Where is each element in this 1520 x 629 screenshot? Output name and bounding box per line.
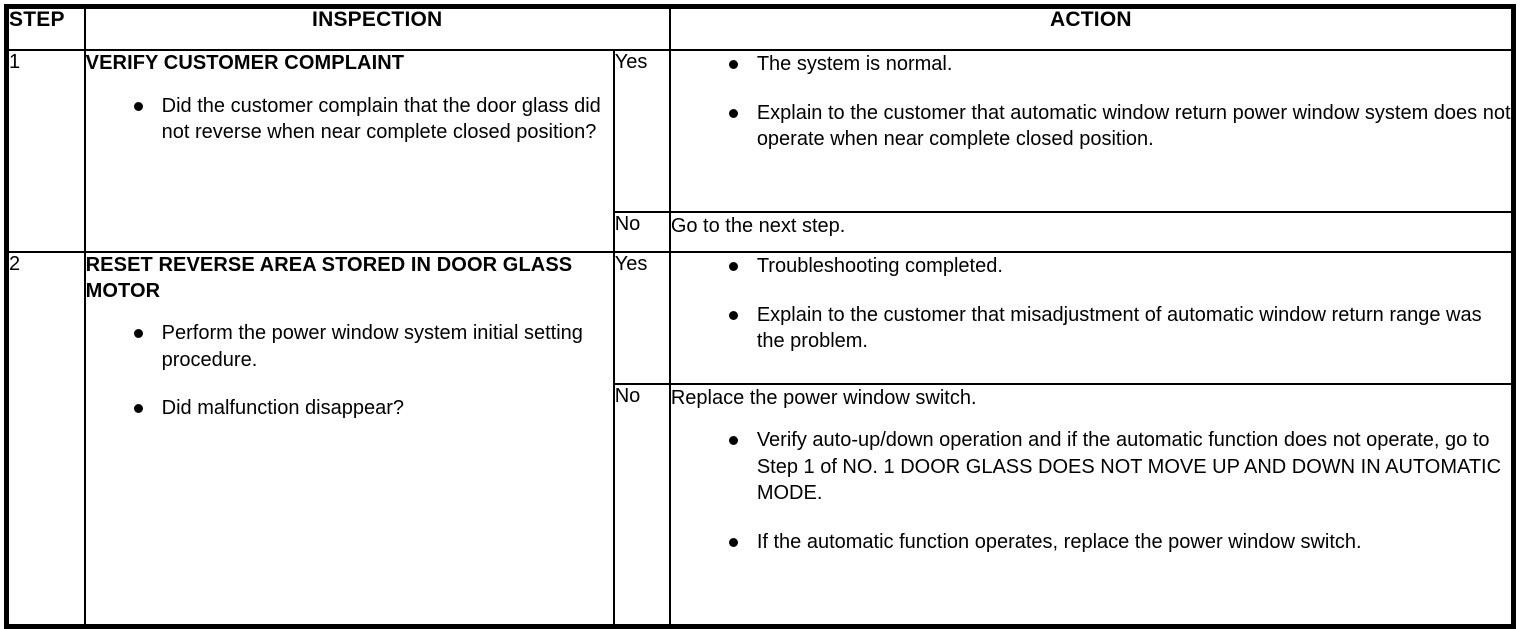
action-cell-no: Go to the next step.	[668, 211, 1515, 253]
column-header-inspection: INSPECTION	[83, 5, 671, 51]
bullet-icon	[133, 404, 143, 414]
list-item: Verify auto-up/down operation and if the…	[728, 427, 1511, 507]
answer-label-yes: Yes	[612, 251, 671, 385]
table-body: 1 VERIFY CUSTOMER COMPLAINT Did the cust…	[5, 49, 1515, 628]
table-row: No Go to the next step.	[7, 211, 1515, 253]
list-item: Perform the power window system initial …	[133, 320, 613, 373]
list-item-text: Troubleshooting completed.	[756, 255, 1003, 277]
action-bullet-list: Verify auto-up/down operation and if the…	[671, 427, 1511, 555]
action-bullet-list: The system is normal. Explain to the cus…	[671, 51, 1511, 153]
table-row: 2 RESET REVERSE AREA STORED IN DOOR GLAS…	[5, 251, 1515, 628]
list-item: Did the customer complain that the door …	[133, 93, 613, 146]
list-item: Explain to the customer that misadjustme…	[728, 302, 1511, 355]
bullet-icon	[728, 310, 738, 320]
list-item: Did malfunction disappear?	[133, 395, 613, 422]
action-cell-yes: Troubleshooting completed. Explain to th…	[668, 251, 1515, 385]
answer-label-no: No	[612, 383, 671, 628]
answer-label-yes: Yes	[612, 49, 671, 213]
action-cell-yes: The system is normal. Explain to the cus…	[668, 49, 1515, 213]
bullet-icon	[728, 108, 738, 118]
list-item: The system is normal.	[728, 51, 1511, 78]
action-bullet-list: Troubleshooting completed. Explain to th…	[671, 253, 1511, 355]
list-item-text: Explain to the customer that automatic w…	[756, 101, 1511, 151]
inspection-cell: VERIFY CUSTOMER COMPLAINT Did the custom…	[83, 49, 615, 253]
bullet-icon	[728, 60, 738, 69]
list-item-text: Did malfunction disappear?	[161, 397, 405, 420]
troubleshooting-table: STEP INSPECTION ACTION 1 VERIFY CUSTOMER…	[4, 4, 1516, 629]
bullet-icon	[133, 329, 143, 339]
list-item-text: Explain to the customer that misadjustme…	[756, 303, 1482, 353]
bullet-icon	[728, 436, 738, 445]
list-item-text: If the automatic function operates, repl…	[756, 530, 1362, 553]
action-cell-no: Replace the power window switch. Verify …	[668, 383, 1515, 628]
list-item: Explain to the customer that automatic w…	[728, 100, 1511, 153]
table-header: STEP INSPECTION ACTION	[5, 5, 1515, 51]
header-row: STEP INSPECTION ACTION	[5, 5, 1515, 51]
list-item-text: The system is normal.	[756, 53, 953, 75]
troubleshooting-chart: STEP INSPECTION ACTION 1 VERIFY CUSTOMER…	[0, 4, 1520, 629]
inspection-title: RESET REVERSE AREA STORED IN DOOR GLASS …	[85, 254, 573, 302]
column-header-action: ACTION	[668, 5, 1515, 51]
list-item-text: Did the customer complain that the door …	[161, 94, 601, 144]
action-lead-text: Go to the next step.	[670, 215, 846, 237]
column-header-step: STEP	[5, 5, 86, 51]
table-row: 1 VERIFY CUSTOMER COMPLAINT Did the cust…	[5, 49, 1515, 253]
answer-label-no: No	[612, 211, 671, 253]
list-item-text: Verify auto-up/down operation and if the…	[756, 429, 1502, 505]
step-number: 2	[5, 251, 86, 628]
list-item: Troubleshooting completed.	[728, 253, 1511, 280]
list-item: If the automatic function operates, repl…	[728, 529, 1511, 556]
list-item-text: Perform the power window system initial …	[161, 322, 583, 371]
bullet-icon	[133, 101, 143, 111]
step-number: 1	[5, 49, 86, 253]
action-lead-text: Replace the power window switch.	[670, 387, 977, 409]
inspection-cell: RESET REVERSE AREA STORED IN DOOR GLASS …	[83, 251, 615, 628]
bullet-icon	[728, 262, 738, 271]
inspection-title: VERIFY CUSTOMER COMPLAINT	[85, 52, 405, 74]
table-row: No Replace the power window switch. Veri…	[7, 383, 1515, 628]
bullet-icon	[728, 537, 738, 547]
inspection-bullet-list: Perform the power window system initial …	[86, 320, 613, 422]
inspection-bullet-list: Did the customer complain that the door …	[86, 93, 613, 146]
